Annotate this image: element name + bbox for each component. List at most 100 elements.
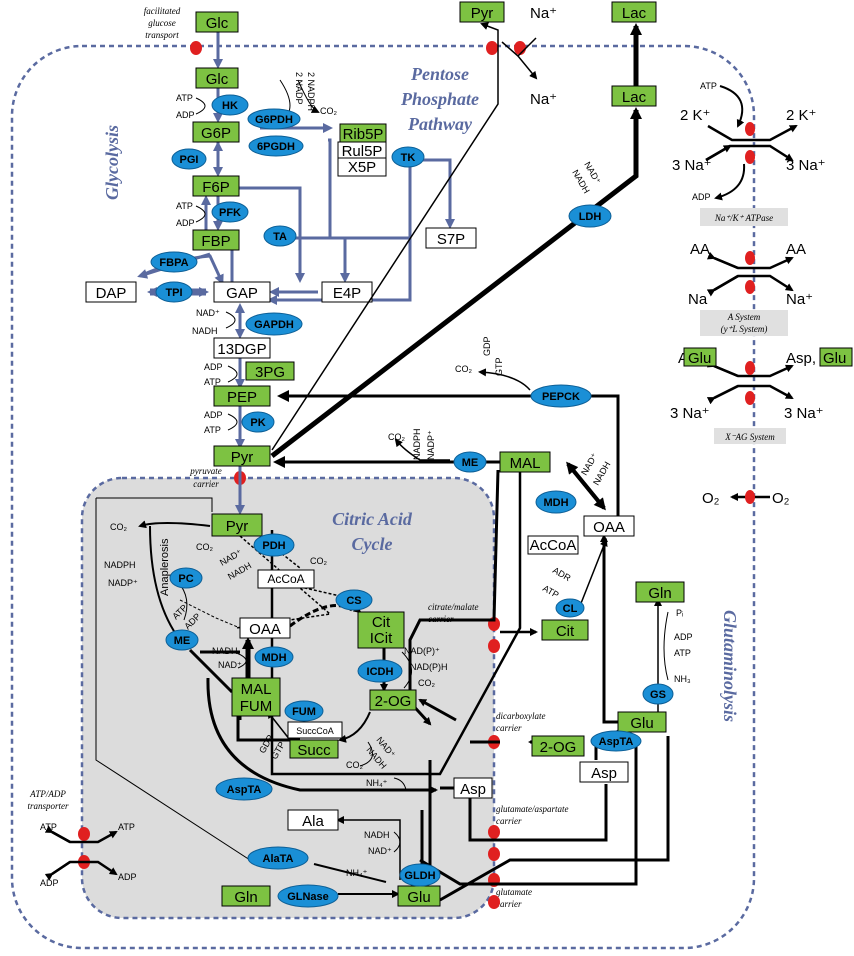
- ppp-co2: CO₂: [320, 106, 338, 116]
- cytosol-flux-lines: [270, 22, 670, 902]
- cs-enzyme: CS: [346, 595, 361, 607]
- glutamate-carrier-label-2: carrier: [496, 899, 522, 909]
- ppp-nadp: 2 NADP: [294, 72, 304, 105]
- na-out: 3 Na⁺: [786, 157, 826, 174]
- alata-enzyme: AlaTA: [263, 853, 294, 865]
- ppp-nadph: 2 NADPH: [306, 72, 316, 111]
- glutaminolysis-label: Glutaminolysis: [720, 610, 740, 722]
- aspta-mito-enzyme: AspTA: [227, 784, 262, 796]
- glucose-transport-label-3: transport: [145, 30, 179, 40]
- pdh-enzyme: PDH: [262, 540, 285, 552]
- pyruvate-carrier-label-2: carrier: [193, 479, 219, 489]
- icit-mito: ICit: [370, 630, 393, 647]
- g6pdh-enzyme: G6PDH: [255, 114, 293, 126]
- 13dgp: 13DGP: [217, 341, 266, 358]
- gs-pi: Pᵢ: [676, 608, 683, 618]
- e4p: E4P: [333, 285, 361, 302]
- fbpa-enzyme: FBPA: [159, 257, 188, 269]
- na-pyr-in: Na⁺: [530, 91, 557, 108]
- xag-system: [706, 360, 794, 405]
- accoa-mito: AcCoA: [267, 572, 304, 586]
- mdh-mito-nadh: NADH: [212, 646, 238, 656]
- xag-system-label: X⁻AG System: [724, 432, 775, 442]
- lac-out: Lac: [622, 5, 647, 22]
- ta-enzyme: TA: [273, 231, 287, 243]
- tca-label-1: Citric Acid: [332, 509, 413, 529]
- pepck-gtp: GTP: [494, 357, 504, 376]
- a-system-label: A System: [727, 312, 761, 322]
- g6p: G6P: [201, 125, 231, 142]
- gldh-enzyme: GLDH: [404, 870, 435, 882]
- me-cyto-nadp: NADP⁺: [426, 430, 436, 460]
- dap: DAP: [96, 285, 127, 302]
- pyr-mito: Pyr: [226, 518, 249, 535]
- 6pgdh-enzyme: 6PGDH: [257, 141, 295, 153]
- glnase-nh4: NH₄⁺: [346, 868, 368, 878]
- mdh-cyto-enzyme: MDH: [543, 497, 568, 509]
- citrate-carrier-label: citrate/malate: [428, 602, 479, 612]
- ala-mito: Ala: [302, 813, 324, 830]
- mdh-mito-nad: NAD⁺: [218, 660, 242, 670]
- glu-asp-carrier-label: glutamate/aspartate: [496, 804, 569, 814]
- me-mito-enzyme: ME: [174, 635, 191, 647]
- o2-out: O₂: [772, 490, 790, 507]
- ppp-label-2: Phosphate: [400, 89, 479, 109]
- gln-cyto: Gln: [648, 585, 671, 602]
- asp-mito: Asp: [460, 781, 486, 798]
- nak-atpase-label: Na⁺/K⁺ ATPase: [714, 213, 773, 223]
- ppp-label-1: Pentose: [410, 64, 469, 84]
- rul5p: Rul5P: [342, 143, 383, 160]
- atpadp-atp-out: ATP: [40, 822, 57, 832]
- ogdh-co2: CO₂: [346, 760, 364, 770]
- o2-in: O₂: [702, 490, 720, 507]
- pk-enzyme: PK: [250, 417, 265, 429]
- 2og-cyto: 2-OG: [540, 739, 577, 756]
- s7p: S7P: [437, 231, 465, 248]
- atp-adp-transporter: [44, 825, 118, 881]
- tca-label-2: Cycle: [352, 534, 393, 554]
- glu-xag-in: Glu: [688, 350, 711, 367]
- dicarboxylate-carrier-label-2: carrier: [496, 723, 522, 733]
- gap: GAP: [226, 285, 258, 302]
- hk-enzyme: HK: [222, 100, 238, 112]
- metabolite-boxes-upper: [85, 1, 657, 467]
- cit-cyto: Cit: [556, 623, 575, 640]
- pk-atp: ATP: [204, 425, 221, 435]
- glycolysis-label: Glycolysis: [102, 125, 122, 200]
- cl-adr: ADR: [551, 565, 573, 583]
- rib5p: Rib5P: [343, 126, 384, 143]
- cl-enzyme: CL: [563, 603, 578, 615]
- glu-mito: Glu: [407, 889, 430, 906]
- glucose-transport-label-2: glucose: [148, 18, 176, 28]
- na-a-out: Na⁺: [786, 291, 813, 308]
- me-cyto-co2: CO₂: [388, 432, 406, 442]
- nak-adp: ADP: [692, 192, 711, 202]
- succcoa-mito: SuccCoA: [296, 726, 334, 736]
- ldh-enzyme: LDH: [579, 211, 602, 223]
- mito-flux-lines: [95, 469, 500, 898]
- gln-mito: Gln: [234, 889, 257, 906]
- glu-xag-out: Glu: [823, 350, 846, 367]
- succ-mito: Succ: [297, 742, 331, 759]
- mal-mito: MAL: [241, 681, 272, 698]
- pyr: Pyr: [231, 449, 254, 466]
- ppp-label-3: Pathway: [407, 114, 473, 134]
- na3-xag-in: 3 Na⁺: [670, 405, 710, 422]
- 2og-mito: 2-OG: [375, 693, 412, 710]
- pfk-adp: ADP: [176, 218, 195, 228]
- icdh-nadph: NAD(P)H: [410, 662, 448, 672]
- na-a-in: Na: [688, 291, 708, 308]
- mdh-mito-enzyme: MDH: [261, 652, 286, 664]
- glu-xag-in-box: [683, 347, 717, 367]
- icdh-enzyme: ICDH: [367, 666, 394, 678]
- glucose-transport-label: facilitated: [144, 6, 181, 16]
- pep: PEP: [227, 389, 257, 406]
- fum-enzyme: FUM: [292, 706, 316, 718]
- gs-nh3: NH₃: [674, 674, 691, 684]
- icdh-nadp: NAD(P)⁺: [404, 646, 440, 656]
- asp-xag-out: Asp,: [786, 350, 816, 367]
- enzyme-ellipses: [150, 94, 674, 908]
- pfk-enzyme: PFK: [219, 207, 241, 219]
- gs-cofactor-arc: [663, 611, 669, 681]
- me-cyto-enzyme: ME: [462, 457, 479, 469]
